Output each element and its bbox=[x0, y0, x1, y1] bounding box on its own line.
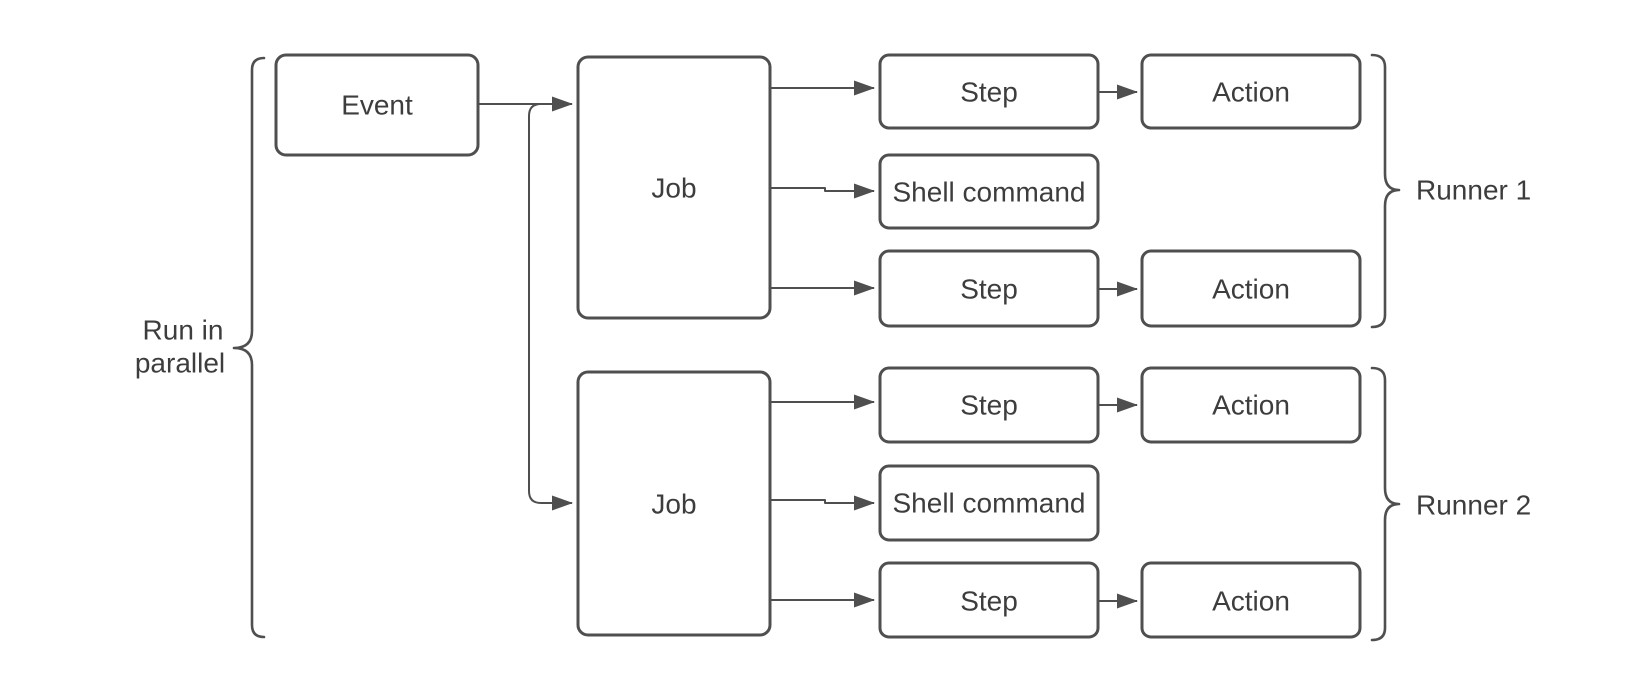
action-2-node bbox=[1140, 249, 1362, 328]
run-in-parallel-label-line2: parallel bbox=[135, 348, 225, 379]
step-3-node bbox=[878, 366, 1100, 444]
step-4-node bbox=[878, 561, 1100, 639]
shell-command-2-node-label: Shell command bbox=[893, 488, 1086, 519]
action-3-node bbox=[1140, 366, 1362, 444]
action-1-node-label: Action bbox=[1212, 77, 1290, 108]
event-node bbox=[274, 53, 480, 157]
shell-command-1-node bbox=[878, 153, 1100, 230]
action-4-node-label: Action bbox=[1212, 586, 1290, 617]
step-2-node-label: Step bbox=[960, 274, 1018, 305]
action-4-node bbox=[1140, 561, 1362, 639]
runner-2-label: Runner 2 bbox=[1416, 490, 1531, 521]
runner-1-label: Runner 1 bbox=[1416, 175, 1531, 206]
runner-2-brace bbox=[1370, 366, 1401, 642]
action-2-node-label: Action bbox=[1212, 274, 1290, 305]
step-1-node bbox=[878, 53, 1100, 130]
runner-1-brace bbox=[1370, 53, 1401, 329]
step-2-node bbox=[878, 249, 1100, 328]
action-1-node bbox=[1140, 53, 1362, 130]
action-3-node-label: Action bbox=[1212, 390, 1290, 421]
job-2-node-label: Job bbox=[651, 489, 696, 520]
job-1-node bbox=[576, 55, 772, 320]
run-in-parallel-label-line1: Run in bbox=[143, 315, 224, 346]
job-1-node-label: Job bbox=[651, 173, 696, 204]
edge-job-2-to-shell-command-2 bbox=[770, 495, 875, 511]
run-in-parallel-brace bbox=[232, 56, 266, 639]
job-2-node bbox=[576, 370, 772, 637]
edge-job-1-to-shell-command-1 bbox=[770, 183, 875, 199]
shell-command-2-node bbox=[878, 464, 1100, 542]
step-4-node-label: Step bbox=[960, 586, 1018, 617]
event-node-label: Event bbox=[341, 90, 413, 121]
step-1-node-label: Step bbox=[960, 77, 1018, 108]
step-3-node-label: Step bbox=[960, 390, 1018, 421]
edge-event-to-job-2 bbox=[528, 103, 573, 511]
shell-command-1-node-label: Shell command bbox=[893, 177, 1086, 208]
